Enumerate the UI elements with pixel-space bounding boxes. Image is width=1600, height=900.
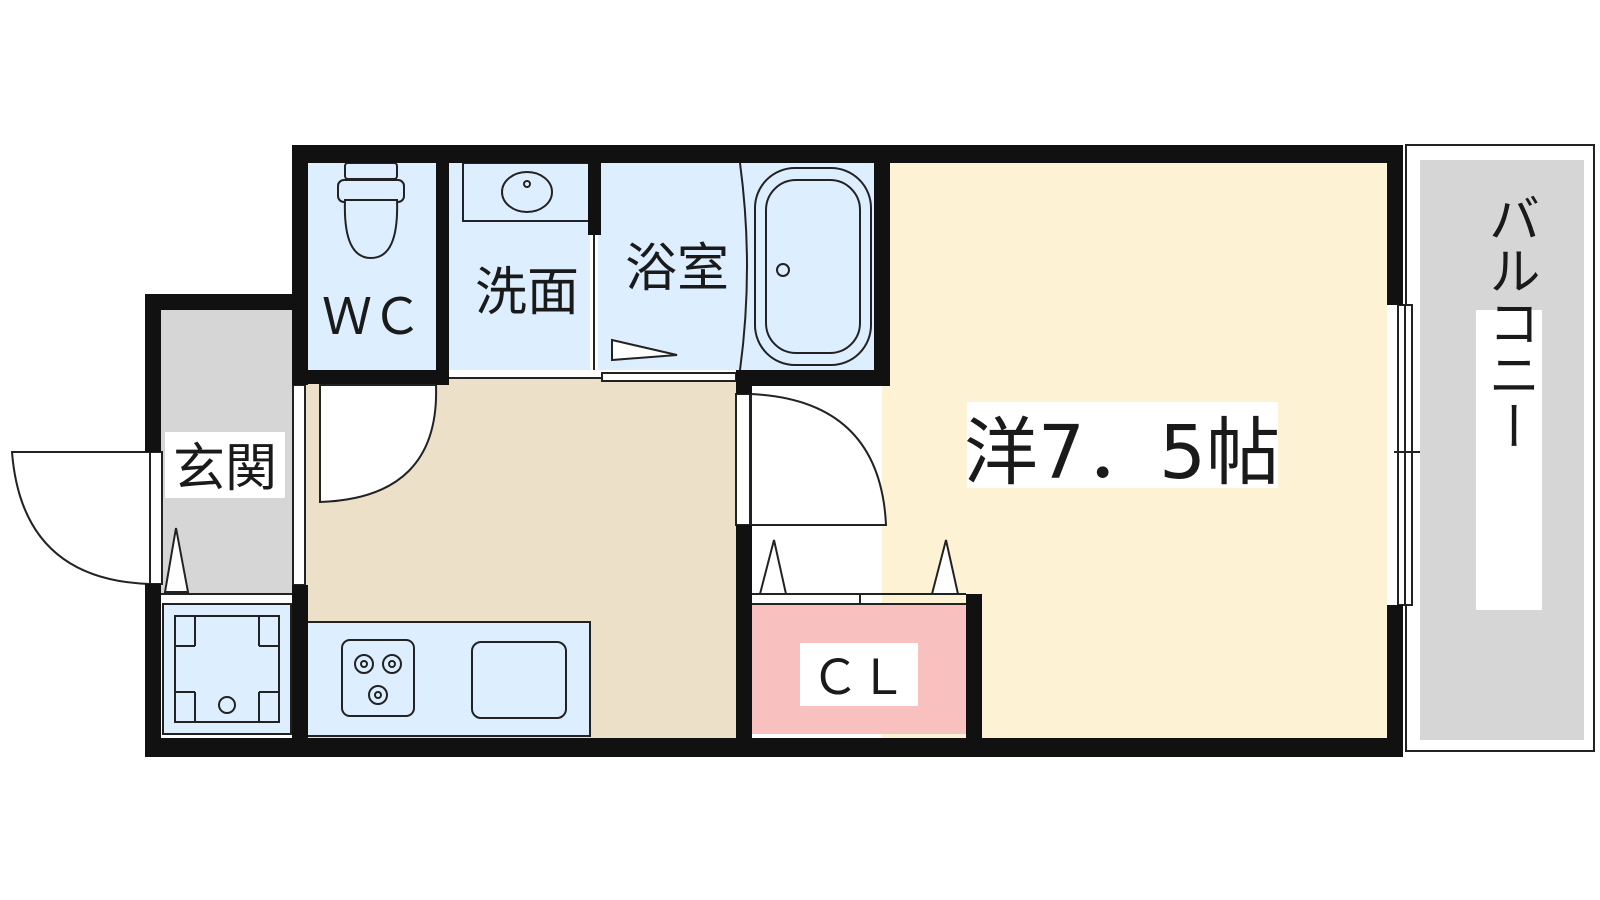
entrance-label: 玄関	[173, 439, 277, 499]
closet-door-icon	[746, 539, 966, 605]
front-door	[10, 451, 151, 586]
bath-door-icon	[611, 338, 678, 362]
stove-icon	[341, 639, 415, 717]
sliding-door-rail	[601, 372, 737, 382]
balcony-label: バルコニー	[1479, 192, 1539, 452]
balcony-window	[1394, 304, 1420, 606]
sink-icon	[471, 641, 567, 719]
bathroom-label: 浴室	[625, 239, 729, 299]
washbasin-icon	[462, 162, 591, 222]
washroom-label: 洗面	[475, 263, 579, 323]
bathroom-partition	[739, 162, 748, 371]
wc-label: ＷＣ	[322, 288, 422, 346]
bathtub-icon	[754, 167, 872, 366]
closet-label: ＣＬ	[811, 650, 907, 706]
kitchen-opening	[292, 384, 306, 586]
shoe-cabinet	[162, 603, 292, 735]
entrance-opening	[149, 451, 163, 585]
wc-door	[319, 384, 438, 504]
washing-machine-icon	[174, 615, 280, 723]
room-opening	[735, 393, 751, 526]
western-room-label: 洋7．5帖	[964, 410, 1280, 496]
toilet-icon	[337, 162, 405, 260]
room-door	[750, 392, 888, 526]
entrance-step-icon	[163, 527, 190, 593]
walls	[145, 145, 1403, 757]
